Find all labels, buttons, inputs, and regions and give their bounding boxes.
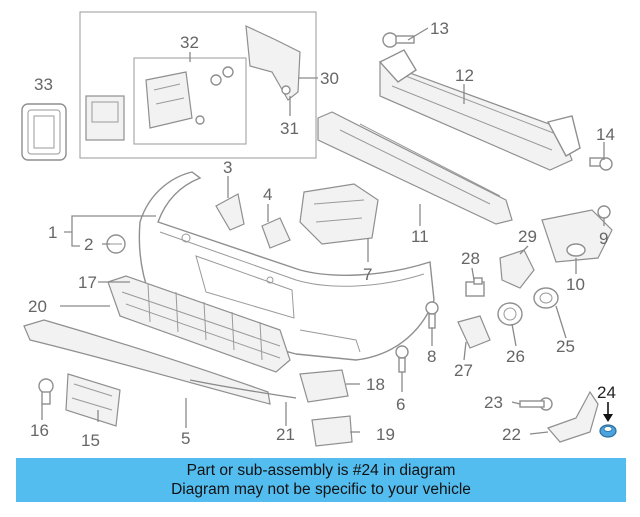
callout-7: 7	[363, 265, 372, 284]
bracket-27-part	[457, 315, 491, 349]
callout-20: 20	[28, 297, 47, 316]
trim-19-part	[311, 415, 353, 447]
absorber-part	[317, 111, 513, 225]
callout-6: 6	[396, 395, 405, 414]
nut-24-part	[599, 424, 617, 438]
callout-11: 11	[411, 227, 429, 246]
callout-28: 28	[461, 249, 480, 268]
bracket-4-part	[261, 217, 291, 249]
callout-16: 16	[30, 421, 49, 440]
callout-19: 19	[376, 425, 395, 444]
guide-9-part	[541, 209, 613, 263]
bolt-6-part	[395, 345, 409, 373]
callout-30: 30	[320, 69, 339, 88]
bracket-7-part	[299, 183, 379, 245]
bolt-8-part	[425, 301, 439, 329]
callout-labels: 1 2 3 4 5 7 8 9 10 11 12 13 14 15 16 17 …	[28, 19, 616, 450]
bracket-29-part	[499, 249, 535, 289]
callout-9: 9	[599, 229, 608, 248]
grille-part	[107, 275, 291, 373]
bolt-13-part	[382, 32, 415, 48]
callout-14: 14	[596, 125, 615, 144]
callout-26: 26	[506, 347, 525, 366]
sensor-28-part	[465, 277, 485, 297]
callout-25: 25	[556, 337, 575, 356]
park-sensor-25-part	[533, 287, 559, 309]
bolt-23-part	[519, 397, 553, 411]
callout-24: 24	[597, 383, 616, 402]
clip-16-part	[38, 378, 54, 405]
callout-18: 18	[366, 375, 385, 394]
bracket-22-part	[546, 390, 599, 443]
callout-22: 22	[502, 425, 521, 444]
callout-17: 17	[78, 273, 97, 292]
banner-line-part-number: Part or sub-assembly is #24 in diagram	[186, 462, 456, 479]
callout-10: 10	[566, 275, 585, 294]
callout-21: 21	[276, 425, 295, 444]
callout-15: 15	[81, 431, 100, 450]
grommet-10-part	[566, 243, 586, 257]
callout-8: 8	[427, 347, 436, 366]
trim-18-part	[299, 369, 349, 403]
callout-2: 2	[84, 235, 93, 254]
callout-13: 13	[430, 19, 449, 38]
plate-holder-part	[65, 373, 121, 427]
bolt-14-part	[589, 157, 613, 171]
callout-3: 3	[223, 158, 232, 177]
radar-sensor-part	[85, 66, 234, 141]
callout-27: 27	[454, 361, 473, 380]
sensor-group-frame	[79, 11, 317, 159]
bracket-3-part	[215, 193, 245, 231]
callout-4: 4	[263, 185, 272, 204]
callout-33: 33	[34, 75, 53, 94]
callout-12: 12	[455, 66, 474, 85]
banner-line-disclaimer: Diagram may not be specific to your vehi…	[171, 481, 471, 498]
leader-lines	[41, 27, 613, 435]
callout-32: 32	[180, 33, 199, 52]
radar-cover-part	[21, 103, 67, 161]
ring-26-part	[497, 302, 523, 326]
callout-5: 5	[181, 429, 190, 448]
callout-29: 29	[518, 227, 537, 246]
callout-23: 23	[484, 393, 503, 412]
impact-bar-part	[379, 61, 573, 171]
callout-1: 1	[48, 223, 57, 242]
callout-31: 31	[280, 119, 299, 138]
bracket-30-part	[245, 25, 301, 101]
info-banner: Part or sub-assembly is #24 in diagram D…	[16, 458, 626, 502]
